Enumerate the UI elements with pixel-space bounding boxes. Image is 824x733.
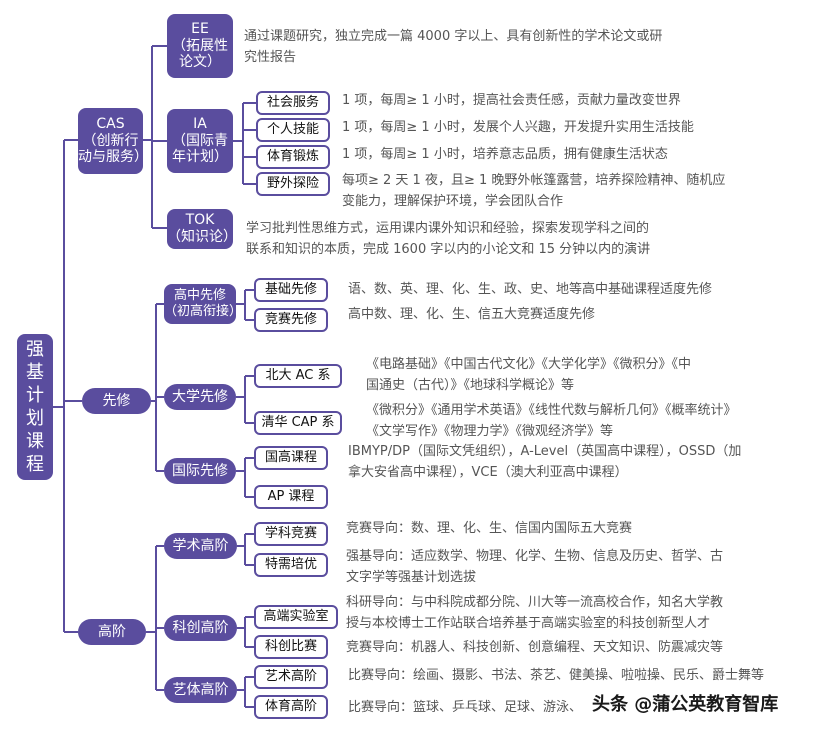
ia-item-sports: 体育锻炼	[256, 145, 330, 169]
kechuang-item-lab-desc: 科研导向：与中科院成都分院、川大等一流高校合作，知名大学教 授与本校博士工作站联…	[346, 595, 724, 631]
xueshu-connector	[237, 533, 254, 566]
cas-connector	[143, 45, 167, 229]
guoji-item-intl-hs: 国高课程	[254, 446, 328, 470]
ia-item-social-service: 社会服务	[256, 91, 330, 115]
root-connector	[53, 139, 82, 633]
yiti-item-art-desc: 比赛导向：绘画、摄影、书法、茶艺、健美操、啦啦操、民乐、爵士舞等	[348, 668, 765, 683]
yiti-item-art: 艺术高阶	[254, 665, 328, 689]
xueshu-item-special: 特需培优	[254, 553, 328, 577]
xueshu-item-competition-desc: 竞赛导向：数、理、化、生、信国内国际五大竞赛	[346, 521, 633, 536]
guoji-item-intl-hs-desc: IBMYP/DP（国际文凭组织），A-Level（英国高中课程），OSSD（加 …	[348, 444, 742, 480]
kechuang-node: 科创高阶	[164, 615, 237, 641]
ia-item-social-service-desc: 1 项，每周≥ 1 小时，提高社会责任感，贡献力量改变世界	[342, 93, 681, 108]
watermark: 头条 @蒲公英教育智库	[592, 694, 779, 715]
ia-node: IA （国际青 年计划）	[167, 109, 233, 173]
ia-item-personal-skill: 个人技能	[256, 118, 330, 142]
gaozhong-item-competition: 竞赛先修	[254, 308, 328, 332]
ia-item-outdoor: 野外探险	[256, 172, 330, 196]
kechuang-item-contest-desc: 竞赛导向：机器人、科技创新、创意编程、天文知识、防震减灾等	[346, 640, 724, 655]
kechuang-item-lab: 高端实验室	[254, 605, 338, 629]
daxue-item-thu-desc: 《微积分》《通用学术英语》《线性代数与解析几何》《概率统计》 《文学写作》《物理…	[366, 403, 737, 439]
xianxiu-node: 先修	[82, 388, 151, 414]
yiti-item-sports-desc: 比赛导向：篮球、乒乓球、足球、游泳、	[348, 700, 583, 715]
kechuang-item-contest: 科创比赛	[254, 635, 328, 659]
daxue-item-pku: 北大 AC 系	[254, 364, 342, 388]
guoji-node: 国际先修	[164, 458, 236, 484]
gaojie-node: 高阶	[78, 619, 146, 645]
gaozhong-node: 高中先修 （初高衔接）	[164, 284, 242, 324]
guoji-connector	[236, 457, 254, 498]
tok-description: 学习批判性思维方式，运用课内课外知识和经验，探索发现学科之间的 联系和知识的本质…	[246, 221, 651, 257]
ia-connector	[233, 102, 256, 185]
tok-node: TOK （知识论）	[167, 209, 237, 249]
ia-item-personal-skill-desc: 1 项，每周≥ 1 小时，发展个人兴趣，开发提升实用生活技能	[342, 120, 694, 135]
root-node: 强 基 计 划 课 程	[17, 334, 53, 480]
guoji-item-ap: AP 课程	[254, 485, 328, 509]
ee-description: 通过课题研究，独立完成一篇 4000 字以上、具有创新性的学术论文或研 究性报告	[244, 29, 663, 65]
ee-node: EE （拓展性 论文）	[167, 14, 233, 78]
daxue-node: 大学先修	[164, 384, 236, 410]
yiti-item-sports: 体育高阶	[254, 695, 328, 719]
cas-node: CAS （创新行 动与服务）	[78, 108, 148, 174]
kechuang-connector	[237, 616, 254, 648]
yiti-connector	[237, 676, 254, 708]
yiti-node: 艺体高阶	[164, 677, 237, 703]
xueshu-node: 学术高阶	[164, 533, 237, 559]
xianxiu-connector	[151, 303, 164, 472]
ia-item-outdoor-desc: 每项≥ 2 天 1 夜，且≥ 1 晚野外帐篷露营，培养探险精神、随机应 变能力，…	[342, 173, 726, 209]
gaozhong-connector	[236, 289, 254, 321]
xueshu-item-competition: 学科竞赛	[254, 522, 328, 546]
daxue-connector	[236, 375, 254, 424]
xueshu-item-special-desc: 强基导向：适应数学、物理、化学、生物、信息及历史、哲学、古 文字学等强基计划选拔	[346, 549, 724, 585]
gaozhong-item-basic: 基础先修	[254, 278, 328, 302]
gaozhong-item-competition-desc: 高中数、理、化、生、信五大竞赛适度先修	[348, 307, 596, 322]
gaozhong-item-basic-desc: 语、数、英、理、化、生、政、史、地等高中基础课程适度先修	[348, 282, 713, 297]
daxue-item-pku-desc: 《电路基础》《中国古代文化》《大学化学》《微积分》《中 国通史（古代）》《地球科…	[366, 357, 692, 393]
ia-item-sports-desc: 1 项，每周≥ 1 小时，培养意志品质，拥有健康生活状态	[342, 147, 668, 162]
gaojie-connector	[146, 545, 164, 691]
daxue-item-thu: 清华 CAP 系	[254, 411, 342, 435]
